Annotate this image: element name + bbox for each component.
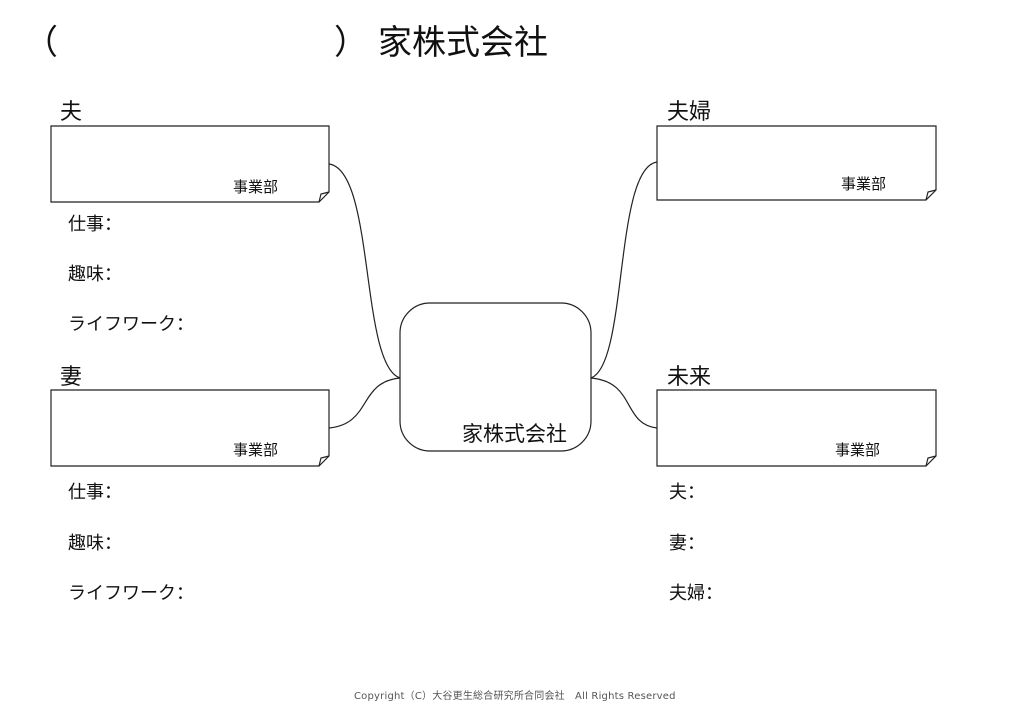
wife-box-fold <box>318 455 330 467</box>
future-field-couple: 夫婦： <box>669 583 723 604</box>
copyright-footer: Copyright（C）大谷更生総合研究所合同会社 All Rights Res… <box>354 691 676 702</box>
future-box <box>656 389 937 467</box>
husband-box <box>50 125 330 203</box>
title-close-paren: ） <box>334 23 368 63</box>
connector-couple <box>590 161 658 379</box>
wife-field-work: 仕事： <box>68 482 122 503</box>
wife-box <box>50 389 330 467</box>
husband-heading: 夫 <box>60 100 83 125</box>
husband-box-fold <box>318 191 330 203</box>
couple-box-fold <box>925 189 937 201</box>
center-box <box>399 302 592 452</box>
future-dept-label: 事業部 <box>835 441 881 459</box>
husband-field-hobby: 趣味： <box>68 264 122 285</box>
couple-heading: 夫婦 <box>667 100 712 125</box>
page-title: 家株式会社 <box>378 23 548 63</box>
connector-future <box>590 377 658 429</box>
wife-field-hobby: 趣味： <box>68 533 122 554</box>
husband-dept-label: 事業部 <box>233 178 279 196</box>
husband-field-work: 仕事： <box>68 214 122 235</box>
wife-dept-label: 事業部 <box>233 441 279 459</box>
husband-field-lifework: ライフワーク： <box>68 314 194 335</box>
connector-husband <box>328 163 401 379</box>
wife-field-lifework: ライフワーク： <box>68 583 194 604</box>
couple-box <box>656 125 937 201</box>
wife-heading: 妻 <box>60 365 83 390</box>
future-heading: 未来 <box>667 365 712 390</box>
connector-wife <box>328 377 401 429</box>
couple-dept-label: 事業部 <box>841 175 887 193</box>
title-open-paren: （ <box>24 23 58 63</box>
future-field-husband: 夫： <box>669 482 705 503</box>
center-label: 家株式会社 <box>462 422 567 446</box>
future-box-fold <box>925 455 937 467</box>
future-field-wife: 妻： <box>669 533 705 554</box>
